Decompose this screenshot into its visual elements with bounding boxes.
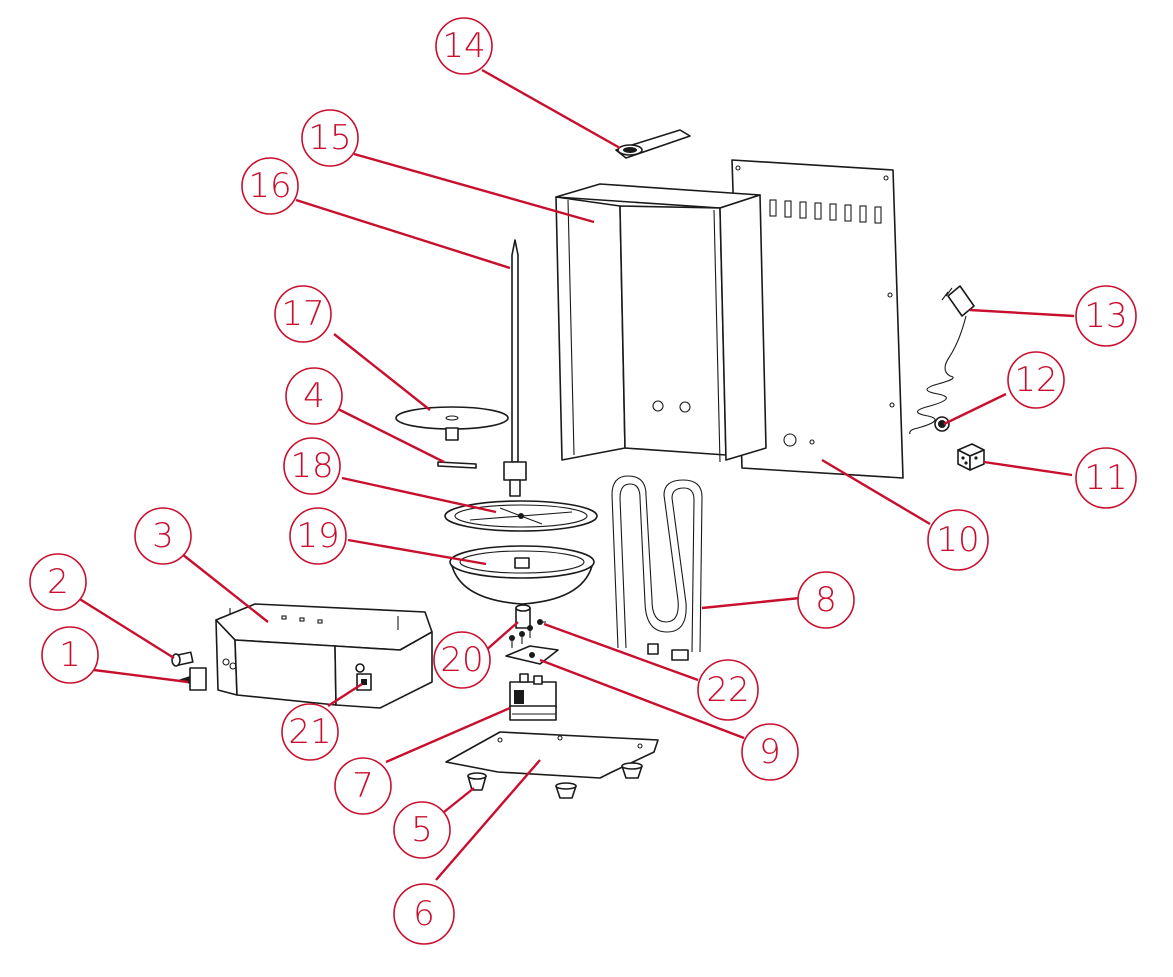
callout-20: 20 [433,631,491,689]
part-spit-rod [503,239,527,497]
svg-text:16: 16 [248,166,291,206]
svg-text:13: 13 [1084,296,1127,336]
leader-8 [701,596,801,610]
callout-5: 5 [393,801,451,859]
leader-4 [335,406,445,464]
svg-text:1: 1 [59,635,81,675]
svg-text:9: 9 [759,732,781,772]
part-power-cord [909,285,975,435]
leader-13 [969,308,1075,318]
part-switch [178,667,207,691]
svg-text:18: 18 [290,446,333,486]
callouts: 1 2 3 4 5 6 7 8 9 10 11 12 13 14 15 16 1… [29,17,1137,945]
part-grommet [934,416,950,432]
part-motor [509,673,557,721]
leader-6 [435,759,541,881]
callout-19: 19 [289,507,347,565]
svg-text:22: 22 [706,670,749,710]
svg-text:11: 11 [1084,458,1127,498]
part-knob [171,651,194,667]
leader-18 [341,476,497,514]
callout-3: 3 [134,507,192,565]
svg-text:19: 19 [296,516,339,556]
callout-22: 22 [697,659,759,721]
svg-text:14: 14 [442,26,485,66]
callout-1: 1 [41,626,99,684]
callout-8: 8 [797,571,855,629]
svg-text:12: 12 [1014,360,1057,400]
leader-15 [353,152,595,224]
part-bottom-plate [445,731,659,779]
svg-text:7: 7 [352,766,374,806]
callout-15: 15 [301,109,359,167]
callout-14: 14 [435,17,493,75]
part-top-plate [395,406,509,441]
leader-9 [539,658,745,740]
svg-text:2: 2 [47,562,69,602]
leader-3 [181,553,269,623]
callout-6: 6 [393,883,455,945]
leader-lines [77,68,1075,881]
leader-5 [443,787,475,813]
callout-7: 7 [334,757,392,815]
callout-16: 16 [241,157,299,215]
part-screws [509,619,546,648]
part-coupling [515,604,531,629]
callout-2: 2 [29,553,87,611]
part-top-bracket [615,129,691,159]
svg-text:10: 10 [936,520,979,560]
leader-7 [385,706,511,764]
leader-19 [347,538,487,566]
svg-text:4: 4 [303,376,325,416]
svg-text:8: 8 [815,580,837,620]
svg-text:5: 5 [411,810,433,850]
callout-17: 17 [274,285,332,343]
leader-22 [543,622,699,682]
part-feet [467,762,643,799]
callout-4: 4 [285,367,343,425]
svg-text:17: 17 [281,294,324,334]
vent-slots [769,199,882,224]
callout-10: 10 [927,509,989,571]
part-terminal-block [957,443,985,471]
part-spacer-strip [437,461,477,469]
leader-1 [93,668,189,684]
part-rear-panel [731,159,904,479]
leader-16 [295,198,511,270]
svg-text:3: 3 [152,516,174,556]
part-heating-element [611,475,703,661]
part-mounting-plate [505,645,559,665]
leader-10 [821,458,931,526]
callout-18: 18 [283,437,341,495]
leader-14 [481,68,621,150]
callout-11: 11 [1075,447,1137,509]
callout-13: 13 [1075,285,1137,347]
leader-20 [483,621,519,653]
part-housing [555,183,767,463]
leader-2 [77,596,175,660]
svg-text:6: 6 [413,894,435,934]
svg-text:21: 21 [288,712,331,752]
part-base-housing [215,603,433,709]
callout-12: 12 [1007,351,1065,409]
svg-text:20: 20 [440,640,483,680]
callout-9: 9 [741,723,799,781]
part-bowl [449,545,595,605]
leader-21 [327,682,363,708]
leader-11 [983,460,1073,477]
leader-17 [333,333,431,411]
svg-text:15: 15 [308,118,351,158]
leader-12 [943,392,1007,426]
callout-21: 21 [281,703,339,761]
